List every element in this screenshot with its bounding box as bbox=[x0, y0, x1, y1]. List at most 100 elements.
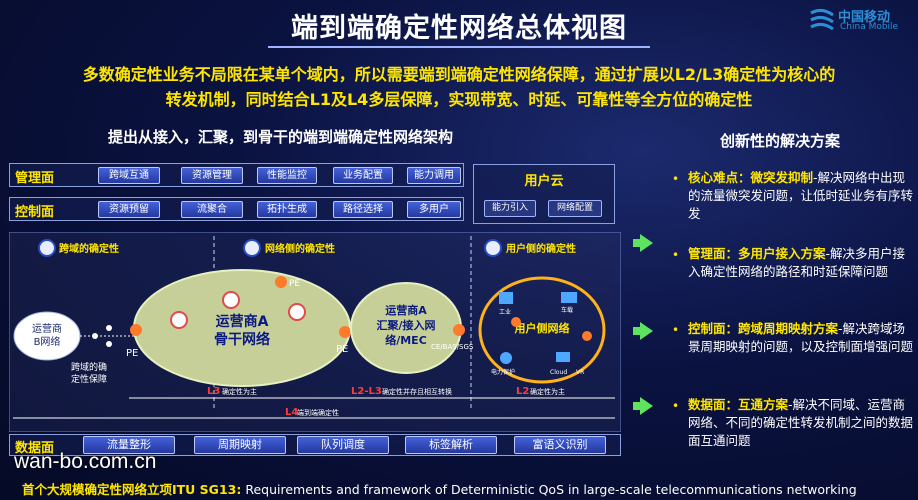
router-icon bbox=[288, 303, 306, 321]
cloud-chip-network-config: 网络配置 bbox=[548, 200, 602, 217]
clock-icon bbox=[339, 326, 351, 338]
solution-body: -解决网络中出现的流量微突发问题，让低时延业务有序转发 bbox=[688, 170, 914, 221]
solution-head: 数据面：互通方案 bbox=[688, 397, 789, 412]
data-plane-label: 数据面 bbox=[15, 441, 55, 456]
bullet-icon: • bbox=[672, 399, 680, 413]
mgmt-chip-service-config: 业务配置 bbox=[333, 167, 393, 184]
solution-body: -解决多用户接入确定性网络的路径和时延保障问题 bbox=[688, 246, 906, 279]
data-chip-cycle-mapping: 周期映射 bbox=[194, 436, 286, 454]
clock-icon bbox=[130, 324, 142, 336]
cloud-chip-capability-intro: 能力引入 bbox=[484, 200, 536, 217]
pe-label-left: PE bbox=[126, 348, 138, 359]
management-plane-label: 管理面 bbox=[15, 171, 55, 186]
footer-highlight: 首个大规模确定性网络立项ITU SG13: bbox=[22, 482, 242, 497]
ce-label: CE/BAS/SGS bbox=[431, 343, 474, 351]
domain-label-user: 用户侧的确定性 bbox=[505, 242, 576, 255]
arrow-stem bbox=[633, 327, 640, 335]
ctrl-chip-multi-user: 多用户 bbox=[407, 201, 461, 218]
mgmt-chip-performance: 性能监控 bbox=[257, 167, 317, 184]
data-chip-label-parse: 标签解析 bbox=[405, 436, 497, 454]
solution-head: 管理面：多用户接入方案 bbox=[688, 246, 826, 261]
ctrl-chip-reservation: 资源预留 bbox=[98, 201, 160, 218]
footer-body: Requirements and framework of Determinis… bbox=[241, 482, 857, 497]
l2l3-text: 确定性并存且相互转换 bbox=[382, 387, 452, 396]
backbone-label-1: 运营商A bbox=[216, 313, 269, 330]
b-network-ellipse bbox=[13, 311, 81, 361]
link-node-2 bbox=[106, 325, 112, 331]
bullet-icon: • bbox=[672, 248, 680, 262]
solution-item: 数据面：互通方案-解决不同域、运营商网络、不同的确定性转发机制之间的数据面互通问… bbox=[688, 396, 916, 450]
icon-label-vr: VR bbox=[576, 369, 584, 376]
bullet-icon: • bbox=[672, 172, 680, 186]
clock-icon bbox=[453, 324, 465, 336]
clock-icon bbox=[511, 317, 521, 327]
cloud-icon bbox=[556, 352, 570, 362]
domain-marker-user bbox=[484, 239, 502, 257]
data-chip-shaping: 流量整形 bbox=[83, 436, 175, 454]
pe-label-top: PE bbox=[289, 279, 300, 289]
backbone-label-2: 骨干网络 bbox=[214, 331, 270, 348]
arrow-stem bbox=[633, 239, 640, 247]
solution-item: 核心难点：微突发抑制-解决网络中出现的流量微突发问题，让低时延业务有序转发 bbox=[688, 169, 916, 223]
domain-marker-network bbox=[243, 239, 261, 257]
router-icon bbox=[222, 291, 240, 309]
architecture-heading: 提出从接入，汇聚，到骨干的端到端确定性网络架构 bbox=[108, 128, 454, 146]
solution-head: 核心难点：微突发抑制 bbox=[688, 170, 814, 185]
cross-domain-text-2: 定性保障 bbox=[71, 373, 107, 385]
link-node-3 bbox=[106, 341, 112, 347]
solution-body: -解决不同域、运营商网络、不同的确定性转发机制之间的数据面互通问题 bbox=[688, 397, 914, 448]
solution-head: 控制面：跨域周期映射方案 bbox=[688, 321, 839, 336]
title-underline bbox=[268, 46, 650, 48]
mgmt-chip-cross-domain: 跨域互通 bbox=[98, 167, 160, 184]
l4-tag: L4 bbox=[285, 407, 298, 418]
icon-label-industry: 工业 bbox=[499, 308, 511, 316]
arrow-right-icon bbox=[640, 397, 653, 415]
router-icon bbox=[170, 311, 188, 329]
industry-icon bbox=[499, 292, 513, 304]
domain-marker-cross bbox=[38, 239, 56, 257]
solutions-heading: 创新性的解决方案 bbox=[720, 132, 841, 150]
intro-text: 多数确定性业务不局限在某单个域内，所以需要端到端确定性网络保障，通过扩展以L2/… bbox=[0, 62, 918, 112]
domain-label-cross: 跨域的确定性 bbox=[59, 242, 119, 255]
mgmt-chip-capability: 能力调用 bbox=[407, 167, 461, 184]
pe-label-right: PE bbox=[336, 344, 348, 355]
aggregation-label-1: 运营商A bbox=[385, 303, 427, 317]
clock-icon bbox=[582, 331, 592, 341]
l3-tag: L3 bbox=[207, 386, 220, 397]
data-chip-semantic: 富语义识别 bbox=[514, 436, 606, 454]
ctrl-chip-topology: 拓扑生成 bbox=[257, 201, 317, 218]
b-network-label-2: B网络 bbox=[34, 335, 61, 348]
control-plane-label: 控制面 bbox=[15, 205, 55, 220]
logo-text-cn: 中国移动 bbox=[838, 10, 891, 25]
mgmt-chip-resource: 资源管理 bbox=[181, 167, 243, 184]
l3-text: 确定性为主 bbox=[222, 387, 257, 396]
data-chip-queue: 队列调度 bbox=[297, 436, 389, 454]
cross-domain-text-1: 跨域的确 bbox=[71, 361, 107, 373]
bullet-icon: • bbox=[672, 323, 680, 337]
aggregation-label-2: 汇聚/接入网 bbox=[376, 318, 435, 332]
page-title: 端到端确定性网络总体视图 bbox=[291, 13, 627, 44]
user-network-label: 用户侧网络 bbox=[515, 321, 570, 335]
l2-text: 确定性为主 bbox=[530, 387, 565, 396]
l4-text: 端到端确定性 bbox=[297, 408, 339, 417]
arrow-right-icon bbox=[640, 322, 653, 340]
solution-body: -解决跨域场景周期映射的问题，以及控制面增强问题 bbox=[688, 321, 914, 354]
l2l3-tag: L2-L3 bbox=[351, 386, 382, 397]
aggregation-label-3: 络/MEC bbox=[385, 333, 427, 347]
link-node-1 bbox=[92, 333, 98, 339]
china-mobile-logo-icon bbox=[810, 8, 834, 31]
l2-tag: L2 bbox=[516, 386, 529, 397]
icon-label-vehicle: 车载 bbox=[561, 306, 573, 314]
logo-text-en: China Mobile bbox=[840, 22, 899, 32]
icon-label-cloud: Cloud bbox=[550, 369, 567, 376]
b-network-label-1: 运营商 bbox=[32, 322, 62, 335]
intro-line-1: 多数确定性业务不局限在某单个域内，所以需要端到端确定性网络保障，通过扩展以L2/… bbox=[82, 65, 836, 84]
user-network-ellipse bbox=[478, 276, 606, 384]
arrow-stem bbox=[633, 402, 640, 410]
ctrl-chip-path-selection: 路径选择 bbox=[333, 201, 393, 218]
domain-label-network: 网络侧的确定性 bbox=[265, 242, 335, 255]
solution-item: 控制面：跨域周期映射方案-解决跨域场景周期映射的问题，以及控制面增强问题 bbox=[688, 320, 916, 356]
intro-line-2: 转发机制，同时结合L1及L4多层保障，实现带宽、时延、可靠性等全方位的确定性 bbox=[165, 90, 753, 109]
footer-text: 首个大规模确定性网络立项ITU SG13: Requirements and f… bbox=[22, 479, 857, 498]
ctrl-chip-flow-aggregation: 流聚合 bbox=[181, 201, 243, 218]
